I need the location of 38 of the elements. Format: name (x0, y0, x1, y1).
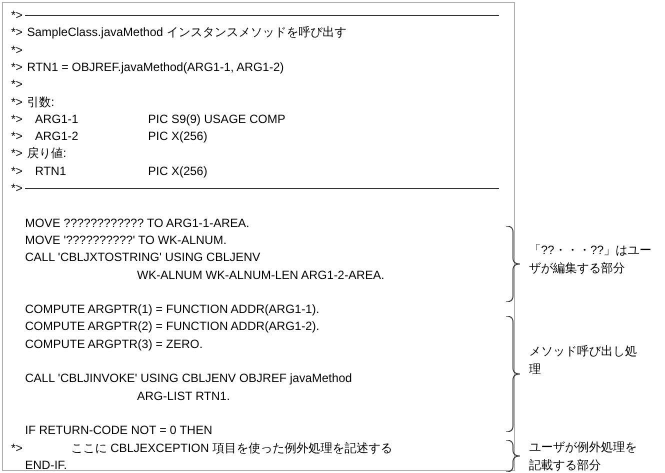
code-line: ここに CBLJEXCEPTION 項目を使った例外処理を記述する (71, 440, 392, 456)
comment-marker: *> (11, 128, 23, 144)
annotation-text: ユーザが例外処理を記載する部分 (529, 439, 638, 473)
code-line: ARG1-1 (35, 110, 78, 127)
comment-marker: *> (11, 145, 23, 162)
code-line: PIC X(256) (148, 128, 208, 144)
code-line: 引数: (27, 94, 54, 110)
comment-marker: *> (11, 162, 23, 179)
comment-marker: *> (11, 58, 23, 75)
code-line: ARG1-2 (35, 128, 78, 144)
comment-marker: *> (11, 7, 23, 23)
code-line: COMPUTE ARGPTR(1) = FUNCTION ADDR(ARG1-1). (25, 301, 320, 318)
comment-marker: *> (11, 76, 23, 92)
comment-marker: *> (11, 24, 23, 40)
comment-marker: *> (11, 180, 23, 196)
comment-marker: *> (11, 42, 23, 58)
code-line: CALL 'CBLJXTOSTRING' USING CBLJENV (25, 249, 260, 266)
code-line: IF RETURN-CODE NOT = 0 THEN (25, 422, 212, 438)
code-listing-panel (2, 2, 515, 471)
annotation-text: 「??・・・??」はユーザが編集する部分 (529, 242, 653, 277)
code-line: PIC X(256) (148, 162, 208, 179)
code-line: PIC S9(9) USAGE COMP (148, 110, 286, 127)
comment-marker: *> (11, 94, 23, 110)
code-line: ARG-LIST RTN1. (137, 388, 230, 404)
annotation-text: メソッド呼び出し処理 (529, 343, 638, 378)
code-line: END-IF. (25, 456, 67, 473)
code-line: RTN1 (35, 162, 66, 179)
code-line: WK-ALNUM WK-ALNUM-LEN ARG1-2-AREA. (137, 266, 384, 282)
code-line: MOVE ???????????? TO ARG1-1-AREA. (25, 214, 250, 231)
code-line: 戻り値: (27, 145, 66, 162)
code-line: CALL 'CBLJINVOKE' USING CBLJENV OBJREF javaMethod (25, 370, 352, 386)
code-line: MOVE '??????????' TO WK-ALNUM. (25, 232, 227, 248)
code-line: SampleClass.javaMethod インスタンスメソッドを呼び出す (27, 24, 346, 40)
comment-marker: *> (11, 110, 23, 127)
comment-marker: *> (11, 440, 23, 456)
code-line: COMPUTE ARGPTR(3) = ZERO. (25, 336, 203, 352)
code-line: COMPUTE ARGPTR(2) = FUNCTION ADDR(ARG1-2). (25, 318, 320, 334)
code-line: RTN1 = OBJREF.javaMethod(ARG1-1, ARG1-2) (27, 58, 284, 75)
